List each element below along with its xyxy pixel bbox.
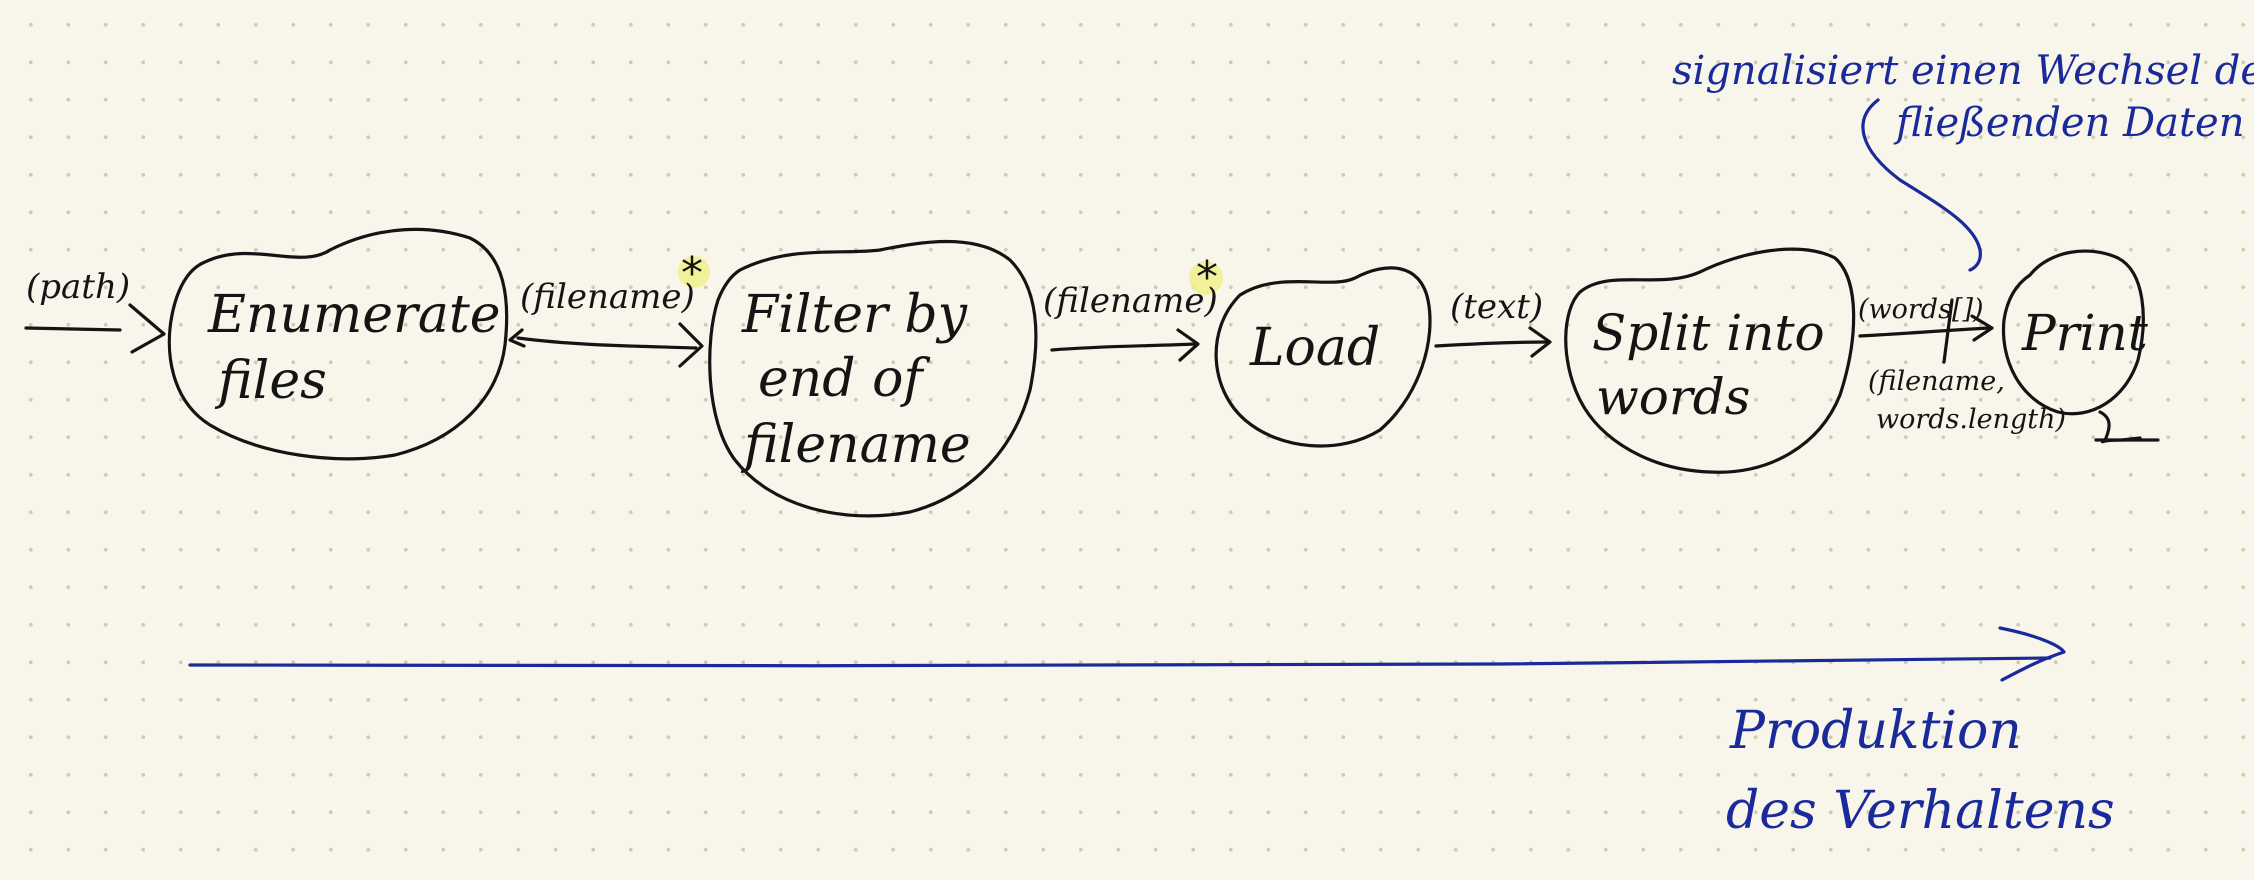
- edge-filter-load-head: [1176, 328, 1200, 362]
- node-filter-by-filename: Filter by end of filename: [708, 239, 1038, 518]
- node-enumerate-files: Enumerate files: [167, 227, 509, 461]
- edge-split-print-label: (words[]): [1858, 294, 1984, 325]
- annotation-signal-line2: fließenden Daten: [1893, 100, 2244, 146]
- node-enumerate-line1: Enumerate: [207, 285, 501, 345]
- node-filter-outline: [708, 239, 1038, 518]
- node-load: Load: [1214, 266, 1432, 448]
- edge-load-split-line: [1434, 340, 1550, 348]
- node-print: Print: [2001, 249, 2160, 444]
- star-highlight: [678, 256, 710, 288]
- edge-split-print-slash: [1942, 298, 1954, 364]
- node-split-line2: words: [1596, 368, 1750, 426]
- print-stand-icon: [2098, 410, 2142, 444]
- input-arrow-line: [24, 326, 122, 332]
- edge-split-print-line: [1858, 326, 1992, 338]
- node-print-outline: [2001, 249, 2145, 416]
- edge-split-print-alt-line1: (filename,: [1868, 366, 2005, 397]
- node-split-line1: Split into: [1592, 304, 1825, 362]
- edge-enumerate-filter-label: (filename): [520, 277, 695, 317]
- edge-split-print-alt-line2: words.length): [1876, 404, 2066, 435]
- production-arrow-head: [1998, 626, 2066, 682]
- node-enumerate-line2: files: [214, 351, 327, 411]
- edge-filter-to-load: (filename) *: [1043, 252, 1223, 362]
- node-filter-line2: end of: [758, 349, 930, 409]
- node-filter-line1: Filter by: [741, 285, 968, 345]
- annotation-production: Produktion des Verhaltens: [188, 626, 2115, 841]
- edge-filter-load-label: (filename): [1043, 281, 1218, 321]
- production-line1: Produktion: [1729, 701, 2022, 761]
- node-split-into-words: Split into words: [1564, 247, 1856, 474]
- input-edge-label: (path): [26, 267, 130, 307]
- edge-enumerate-filter-head: [678, 322, 704, 368]
- input-arrow-head: [128, 303, 166, 354]
- node-split-outline: [1564, 247, 1856, 474]
- node-enumerate-outline: [167, 227, 509, 461]
- node-filter-line3: filename: [740, 415, 971, 475]
- annotation-signal-pointer: [1861, 98, 1982, 272]
- edge-split-to-print: (words[]) (filename, words.length): [1858, 294, 2066, 435]
- edge-load-split-label: (text): [1450, 287, 1543, 327]
- edge-enumerate-to-filter: (filename) *: [508, 248, 710, 368]
- star-marker: *: [1196, 252, 1218, 303]
- star-highlight: [1189, 261, 1223, 295]
- edge-filter-load-line: [1050, 342, 1198, 352]
- input-edge: (path): [24, 267, 166, 354]
- annotation-signal-change: signalisiert einen Wechsel der fließende…: [1672, 48, 2254, 272]
- star-marker: *: [681, 248, 703, 299]
- annotation-signal-line1: signalisiert einen Wechsel der: [1672, 48, 2254, 94]
- edge-split-print-head: [1970, 314, 1994, 342]
- edge-enumerate-filter-line: [516, 336, 698, 350]
- edge-load-to-split: (text): [1434, 287, 1552, 358]
- edge-enumerate-filter-tail: [508, 328, 526, 348]
- node-print-label: Print: [2021, 304, 2149, 362]
- edge-load-split-head: [1528, 326, 1552, 358]
- node-load-outline: [1214, 266, 1432, 448]
- production-arrow-line: [188, 656, 2052, 668]
- node-load-label: Load: [1249, 318, 1380, 378]
- production-line2: des Verhaltens: [1726, 781, 2115, 841]
